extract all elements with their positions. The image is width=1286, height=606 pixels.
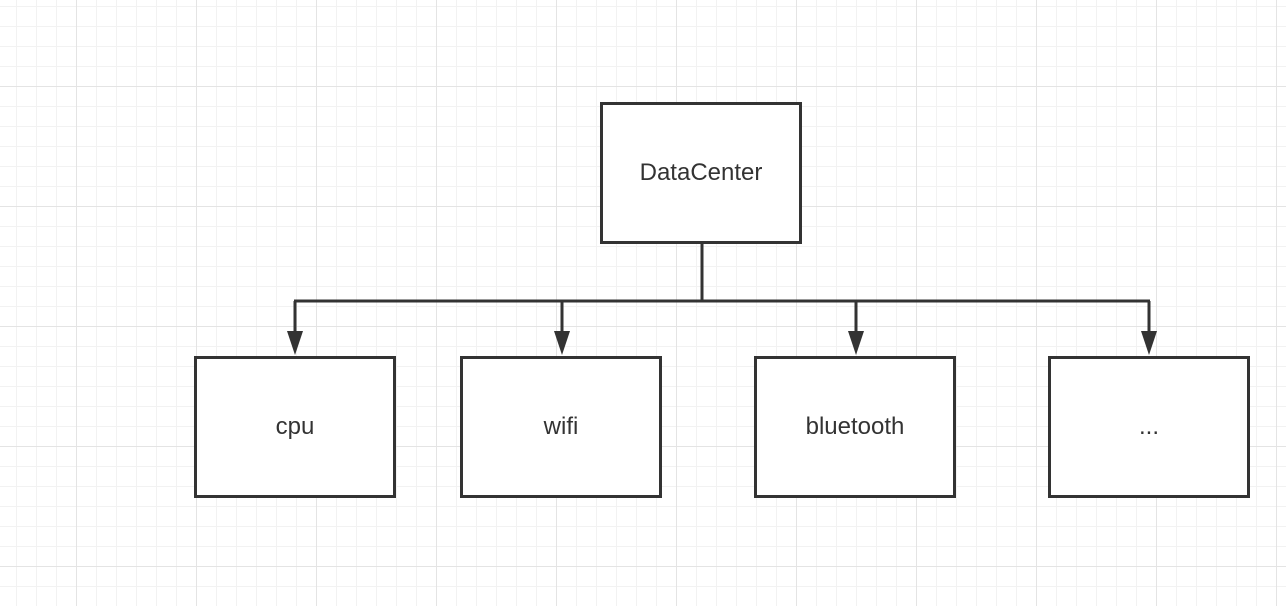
more-node[interactable]: ... [1048, 356, 1250, 498]
wifi-label: wifi [543, 413, 579, 440]
wifi-node[interactable]: wifi [460, 356, 662, 498]
bluetooth-node[interactable]: bluetooth [754, 356, 956, 498]
cpu-label: cpu [275, 413, 315, 440]
arrowhead-bluetooth [848, 331, 864, 355]
cpu-node[interactable]: cpu [194, 356, 396, 498]
arrowhead-wifi [554, 331, 570, 355]
more-label: ... [1138, 413, 1159, 440]
bluetooth-label: bluetooth [805, 413, 905, 440]
datacenter-label: DataCenter [639, 159, 763, 186]
datacenter-node[interactable]: DataCenter [600, 102, 802, 244]
arrowhead-more [1141, 331, 1157, 355]
arrowhead-cpu [287, 331, 303, 355]
